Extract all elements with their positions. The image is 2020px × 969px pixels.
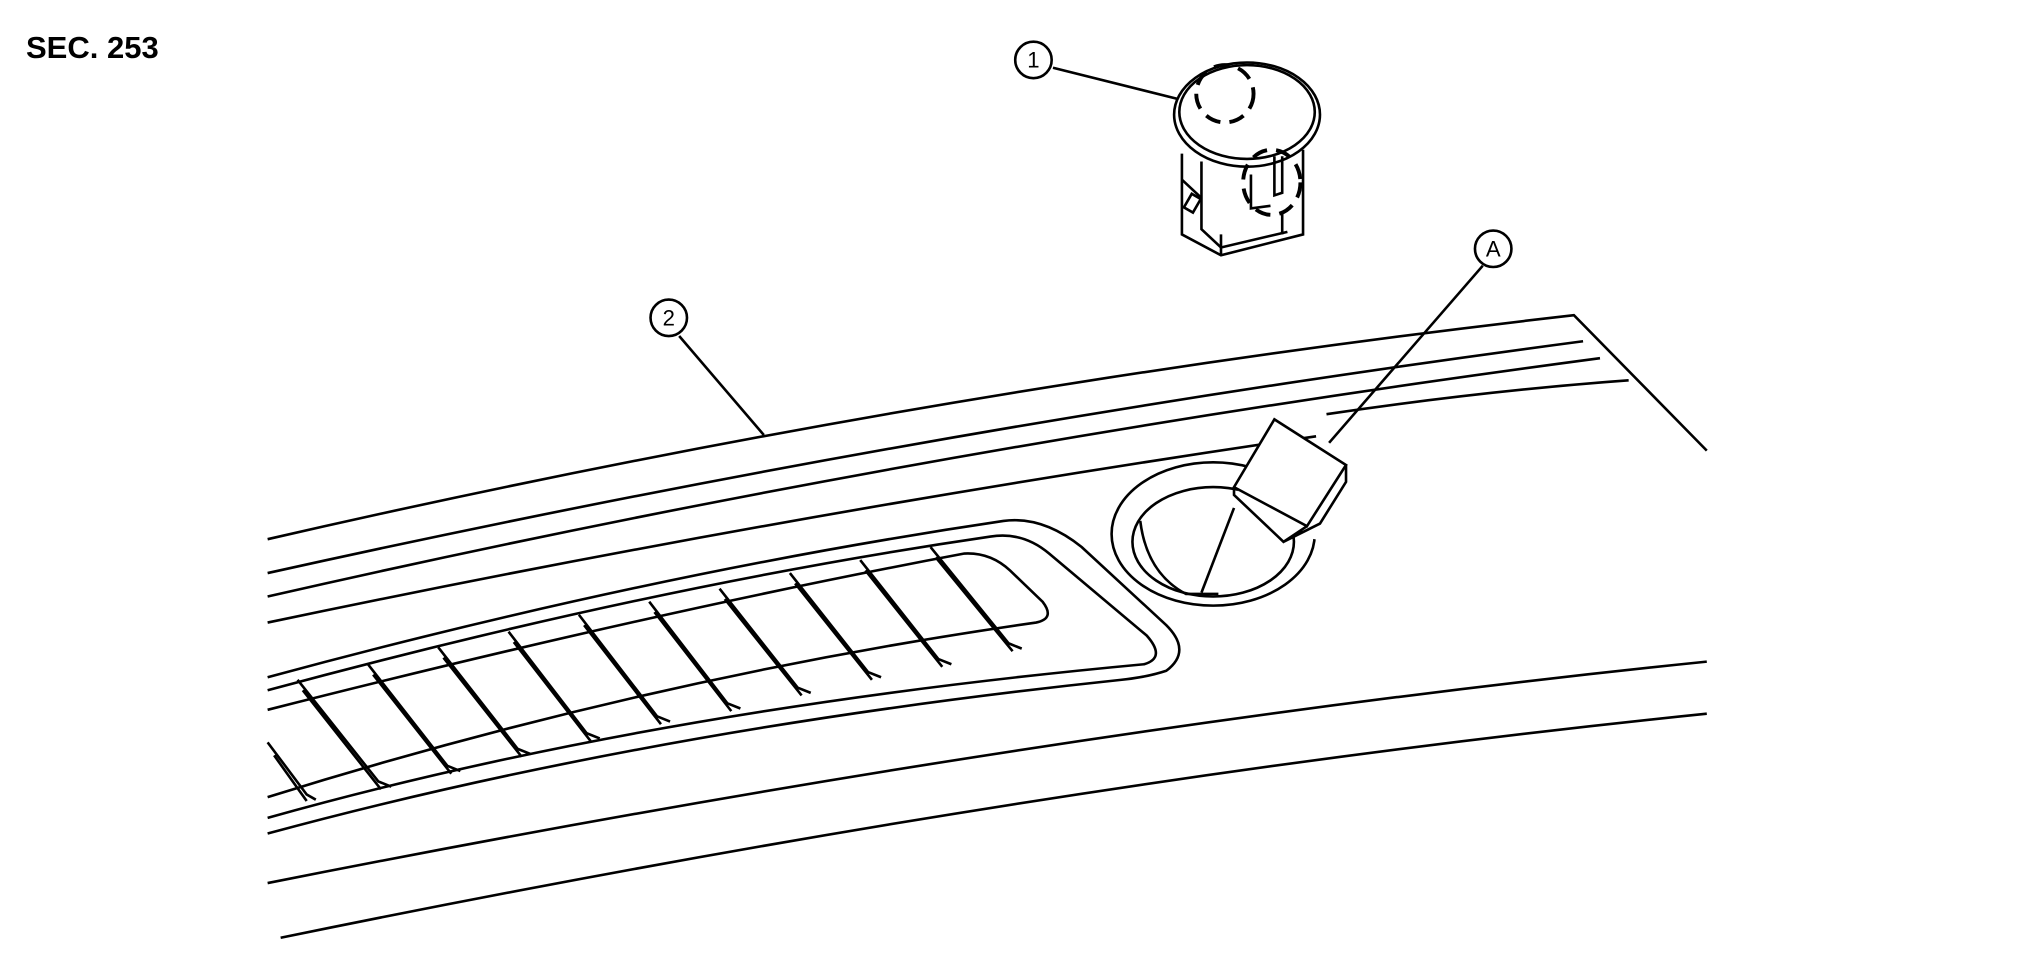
detail-a-marker: A bbox=[1200, 229, 1513, 594]
part-1-clip bbox=[1172, 61, 1322, 257]
section-label: SEC. 253 bbox=[26, 30, 159, 65]
part-2-cowl-top bbox=[266, 313, 1708, 940]
callout-1-label: 1 bbox=[1027, 47, 1039, 72]
vent-slats bbox=[266, 546, 1023, 802]
callout-1: 1 bbox=[1013, 40, 1179, 101]
callout-a-label: A bbox=[1486, 236, 1501, 261]
callout-2: 2 bbox=[649, 298, 765, 436]
callout-2-label: 2 bbox=[663, 305, 675, 330]
